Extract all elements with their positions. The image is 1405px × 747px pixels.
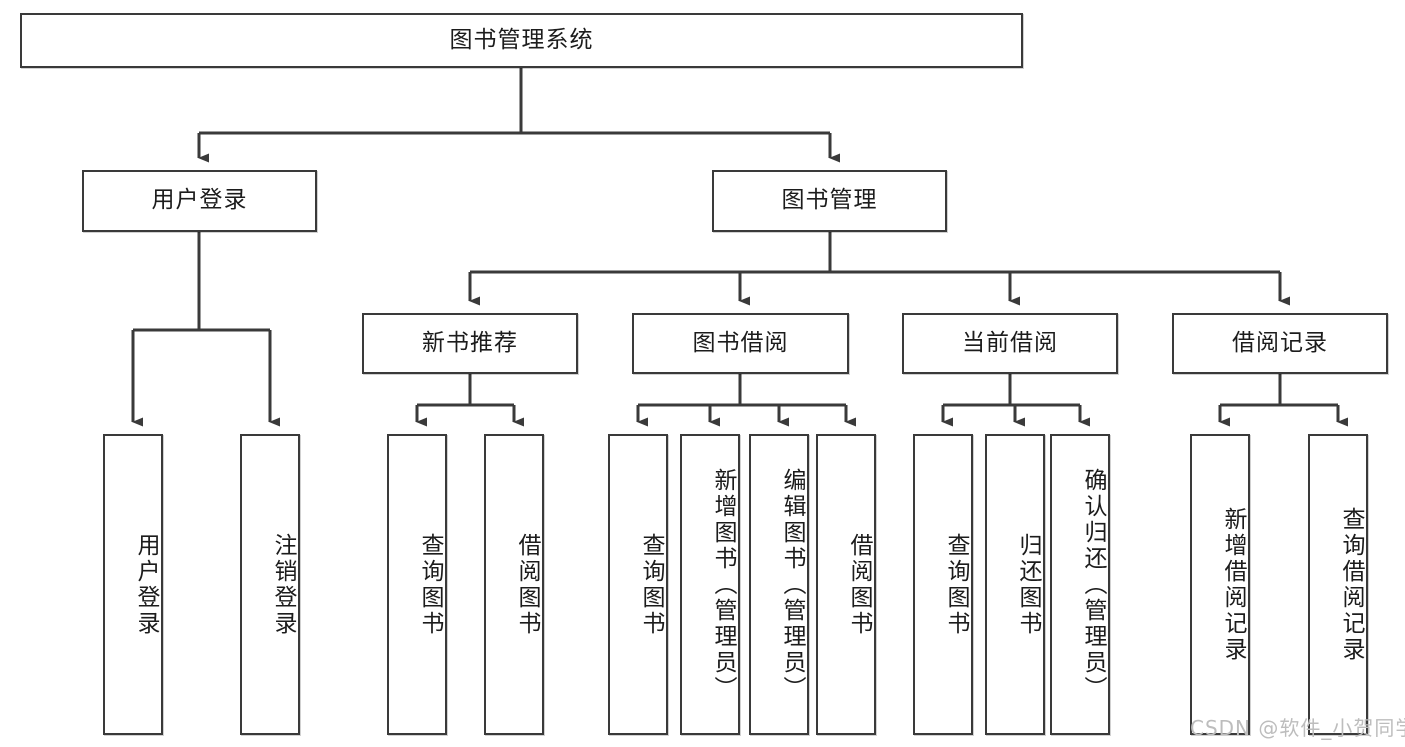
node-label: 图书借阅 xyxy=(692,329,789,356)
node-label: 新增借阅记录 xyxy=(1220,506,1246,663)
node-label: 借阅记录 xyxy=(1232,329,1328,356)
node-leaf-borrow-book-1[interactable]: 借阅图书 xyxy=(484,434,544,735)
node-label: 查询图书 xyxy=(417,532,443,637)
node-label: 查询图书 xyxy=(943,532,969,637)
node-label: 新增图书（管理员） xyxy=(710,467,736,702)
node-borrow-record[interactable]: 借阅记录 xyxy=(1172,313,1388,374)
node-label: 新书推荐 xyxy=(422,329,518,356)
node-label: 查询借阅记录 xyxy=(1338,506,1364,663)
node-leaf-add-borrow-record[interactable]: 新增借阅记录 xyxy=(1190,434,1250,735)
node-leaf-query-book-2[interactable]: 查询图书 xyxy=(608,434,668,735)
node-current-borrow[interactable]: 当前借阅 xyxy=(902,313,1118,374)
csdn-watermark: CSDN @软件_小贺同学 xyxy=(1190,716,1405,740)
node-label: 图书管理 xyxy=(781,187,878,214)
node-label: 用户登录 xyxy=(133,532,159,637)
node-leaf-return-book[interactable]: 归还图书 xyxy=(985,434,1045,735)
node-leaf-edit-book[interactable]: 编辑图书（管理员） xyxy=(749,434,809,735)
node-label: 图书管理系统 xyxy=(449,26,594,53)
node-root-system[interactable]: 图书管理系统 xyxy=(20,13,1023,68)
node-leaf-query-book-1[interactable]: 查询图书 xyxy=(387,434,447,735)
node-book-manage[interactable]: 图书管理 xyxy=(712,170,947,232)
node-label: 编辑图书（管理员） xyxy=(779,467,805,702)
node-leaf-confirm-return[interactable]: 确认归还（管理员） xyxy=(1050,434,1110,735)
node-label: 归还图书 xyxy=(1015,532,1041,637)
node-leaf-user-login[interactable]: 用户登录 xyxy=(103,434,163,735)
node-leaf-borrow-book-2[interactable]: 借阅图书 xyxy=(816,434,876,735)
node-leaf-add-book[interactable]: 新增图书（管理员） xyxy=(680,434,740,735)
node-leaf-query-book-3[interactable]: 查询图书 xyxy=(913,434,973,735)
node-label: 确认归还（管理员） xyxy=(1080,467,1106,702)
node-leaf-query-borrow-record[interactable]: 查询借阅记录 xyxy=(1308,434,1368,735)
node-label: 用户登录 xyxy=(151,187,248,214)
node-label: 查询图书 xyxy=(638,532,664,637)
node-label: 注销登录 xyxy=(270,532,296,637)
node-book-borrow[interactable]: 图书借阅 xyxy=(632,313,849,374)
node-user-login[interactable]: 用户登录 xyxy=(82,170,317,232)
node-label: 借阅图书 xyxy=(846,532,872,637)
node-label: 当前借阅 xyxy=(962,329,1058,356)
node-label: 借阅图书 xyxy=(514,532,540,637)
node-new-book-recommend[interactable]: 新书推荐 xyxy=(362,313,578,374)
node-leaf-logout[interactable]: 注销登录 xyxy=(240,434,300,735)
